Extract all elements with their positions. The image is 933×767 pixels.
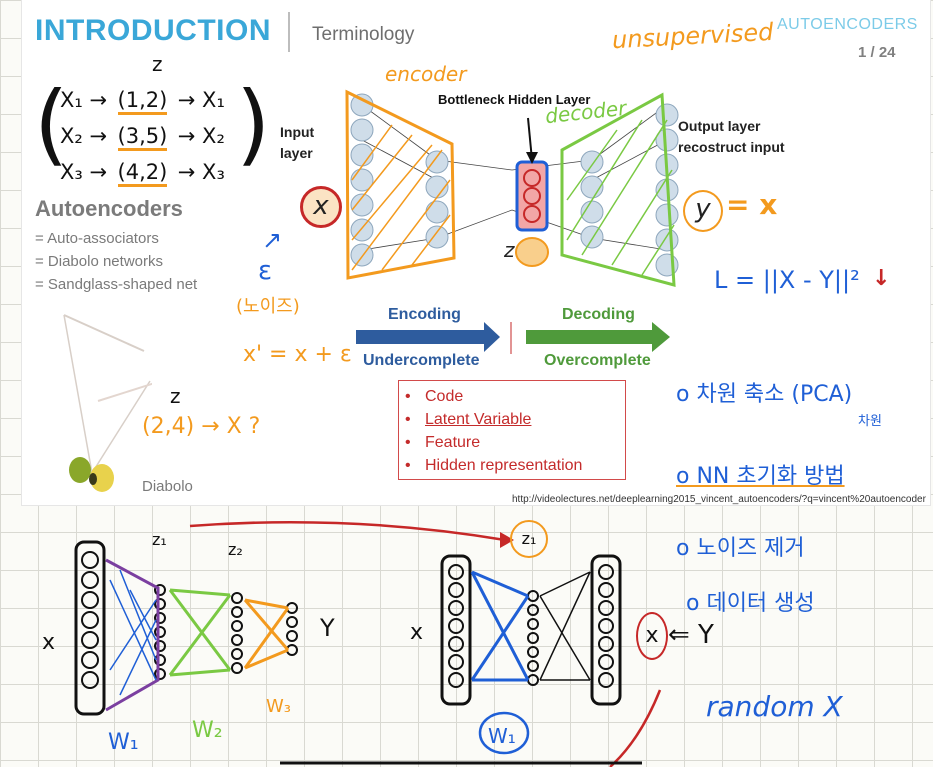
alias-item: = Diabolo networks [35,253,163,270]
noise-note: (노이즈) [236,296,300,317]
bottleneck-label: Bottleneck Hidden Layer [438,92,591,107]
x-prime-note: x' = x + ε [243,342,352,367]
mapping-row: X₃ → (4,2) → X₃ [60,160,225,187]
mapping-row: X₁ → (1,2) → X₁ [60,88,225,115]
bottom-right-y-arrow: ⇐ Y [668,620,714,650]
code-item: Feature [405,431,625,454]
encoder-note: encoder [385,62,467,86]
mapping-z-label: z [152,52,163,76]
slide-subtitle: Terminology [312,24,415,45]
encoding-label: Encoding [388,306,461,323]
down-arrow-icon: ↓ [872,266,891,291]
mapping-row: X₂ → (3,5) → X₂ [60,124,225,151]
bottom-left-x-label: x [42,630,56,655]
bottom-network-sketches [74,520,662,767]
brand-label: AUTOENCODERS [777,16,918,33]
sample-note: (2,4) → X ? [142,414,261,439]
code-item: Hidden representation [405,454,625,477]
right-paren-icon: ) [236,72,271,175]
bottom-left-z2-label: z₂ [228,540,243,559]
sample-z-label: z [170,384,181,408]
overcomplete-label: Overcomplete [544,352,651,369]
bottom-left-y-label: Y [320,614,335,642]
bottom-right-w1-label: W₁ [488,724,516,748]
source-url[interactable]: http://videolectures.net/deeplearning201… [512,494,926,505]
bottom-left-w1-label: W₁ [108,730,139,755]
diabolo-image [63,314,152,492]
input-x-symbol: x [300,186,342,228]
code-item-link[interactable]: Latent Variable [405,408,625,431]
code-item: Code [405,385,625,408]
left-paren-icon: ( [34,72,69,175]
use-item: o 노이즈 제거 [676,536,805,561]
y-equals-x-note: = x [726,188,778,221]
bottom-right-z1-label: z₁ [510,520,548,558]
diabolo-caption: Diabolo [142,478,193,495]
bottom-left-w2-label: W₂ [192,718,223,743]
bottom-right-x-label: x [410,620,424,645]
use-item: o NN 초기화 방법 [676,464,845,489]
bottom-left-w3-label: W₃ [266,696,292,717]
loss-note: L = ||X - Y||² [714,266,860,294]
random-x-note: random X [706,690,843,723]
page-number: 1 / 24 [858,44,896,61]
decoding-label: Decoding [562,306,635,323]
undercomplete-label: Undercomplete [363,352,480,369]
use-item: o 데이터 생성 [686,591,815,616]
arrow-to-x-icon: ↗ [262,226,283,254]
title-divider [288,12,290,52]
epsilon-note: ε [258,256,273,286]
alias-item: = Auto-associators [35,230,159,247]
code-synonyms-box: Code Latent Variable Feature Hidden repr… [398,380,626,480]
bottleneck-z-symbol: z [504,238,515,262]
use-item-note: 차원 [858,414,882,429]
bottom-left-z1-label: z₁ [152,530,167,549]
alias-item: = Sandglass-shaped net [35,276,198,293]
output-y-symbol: y [683,190,723,232]
autoencoders-heading: Autoencoders [35,196,183,221]
bottom-right-x-circled: x [636,612,668,660]
use-item: o 차원 축소 (PCA) [676,382,853,407]
slide: INTRODUCTION Terminology AUTOENCODERS 1 … [22,0,930,505]
autoencoder-network-diagram [345,89,679,287]
slide-title: INTRODUCTION [35,14,271,47]
encoding-decoding-arrows [356,322,670,354]
